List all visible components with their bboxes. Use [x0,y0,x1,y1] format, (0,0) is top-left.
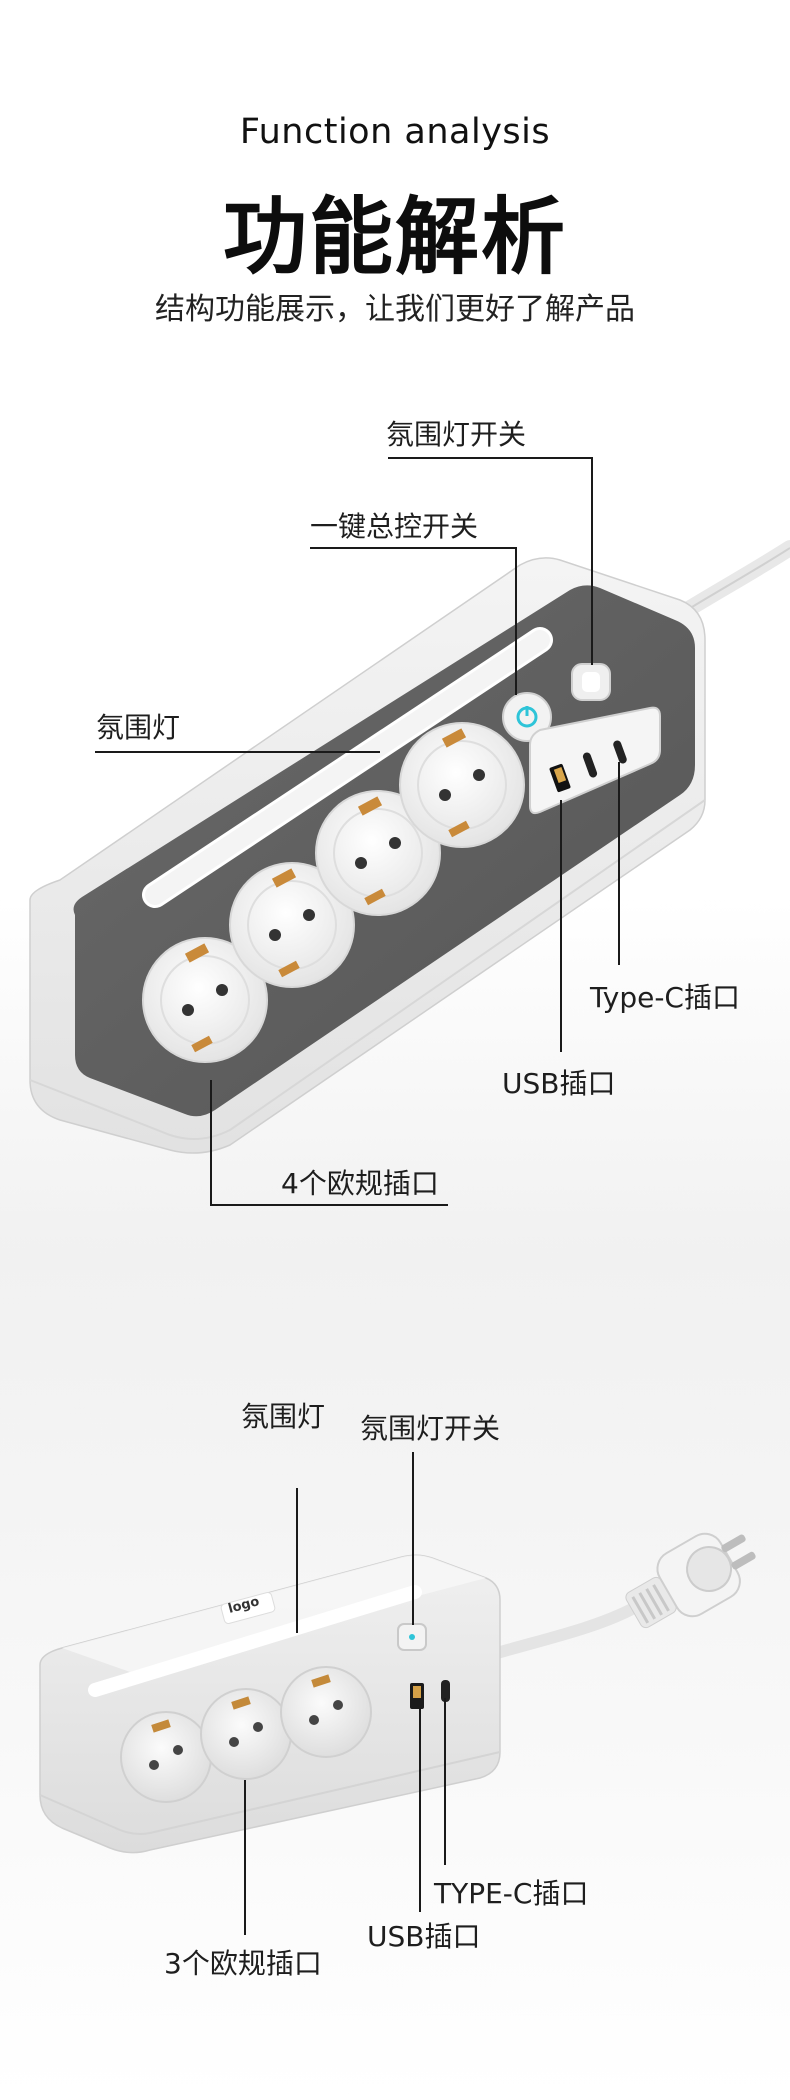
label-ambient-light-switch-2: 氛围灯开关 [360,1412,501,1445]
eu-socket-group [142,722,525,1063]
label-eu-sockets-3: 3个欧规插口 [164,1947,322,1980]
label-ambient-light-2: 氛围灯 [241,1400,326,1433]
label-master-switch: 一键总控开关 [310,510,479,543]
label-ambient-light-switch: 氛围灯开关 [386,418,527,451]
subtitle-english: Function analysis [239,112,551,152]
label-ambient-light: 氛围灯 [96,711,181,744]
eu-socket-group-3 [120,1666,372,1803]
label-eu-sockets-4: 4个欧规插口 [281,1167,439,1200]
label-typec-port: Type-C插口 [590,981,740,1014]
label-typec-port-2: TYPE-C插口 [434,1877,589,1910]
label-usb-port-2: USB插口 [367,1920,481,1953]
power-strip-4-socket-image [29,540,790,1154]
label-usb-port: USB插口 [502,1067,616,1100]
power-strip-3-socket-image [39,1532,756,1854]
page-title: 功能解析 [222,188,567,286]
page-description: 结构功能展示，让我们更好了解产品 [155,292,635,327]
